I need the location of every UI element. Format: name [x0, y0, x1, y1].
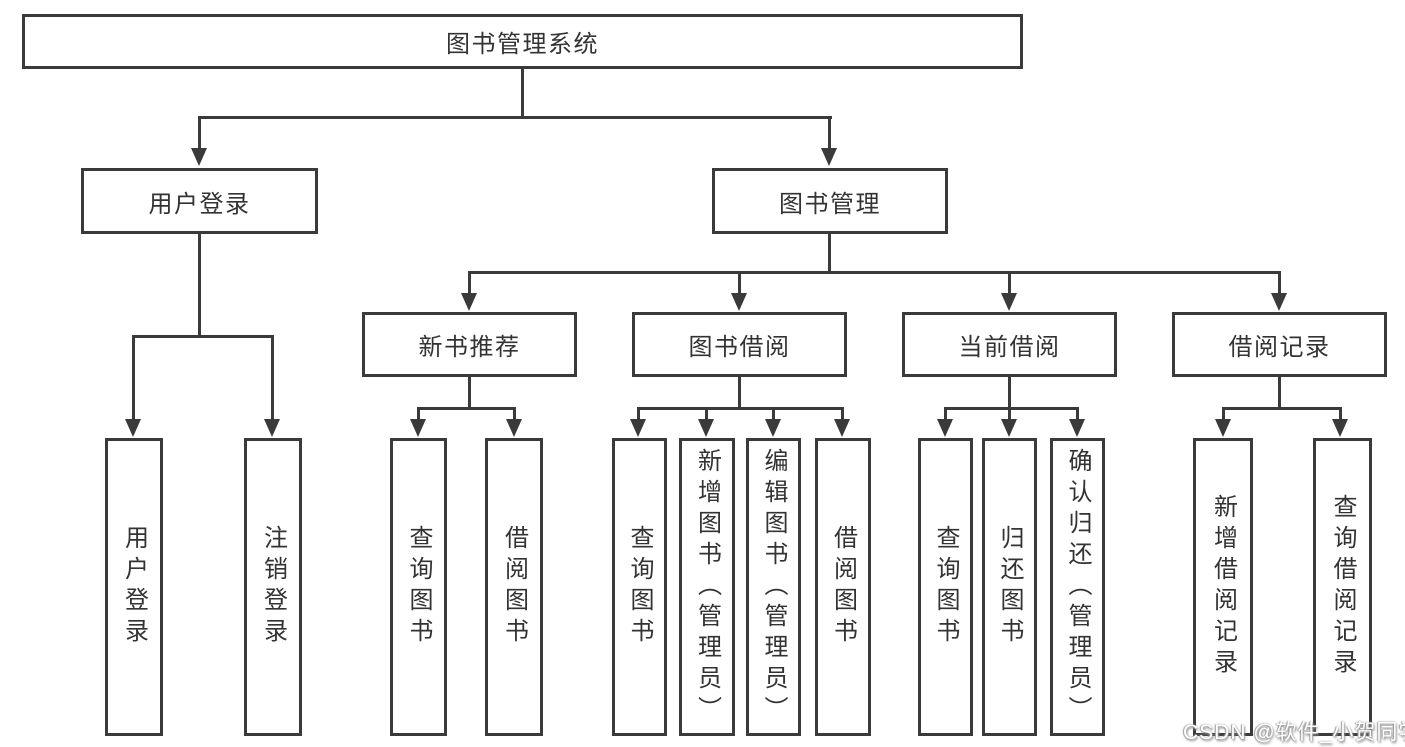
csdn-watermark: CSDN @软件_小贺同学	[1183, 721, 1405, 744]
connector-g3-leaf2-drop	[705, 407, 708, 423]
connector-g2-stem	[468, 377, 471, 410]
leaf-query-borrow-record-label: 查询借阅记录	[1329, 494, 1356, 680]
arrow-login-leaf2-icon	[264, 419, 280, 437]
node-root: 图书管理系统	[22, 14, 1023, 69]
arrow-g2-leaf1-icon	[410, 419, 426, 437]
connector-g2-rail	[417, 407, 516, 410]
connector-g4-rail	[944, 407, 1079, 410]
leaf-confirm-return-admin-label: 确认归还（管理员）	[1064, 447, 1091, 727]
connector-records-drop	[1278, 271, 1281, 297]
connector-borrowing-drop	[738, 271, 741, 297]
leaf-user-login-label: 用户登录	[120, 525, 148, 649]
leaf-query-books-2-label: 查询图书	[626, 525, 653, 649]
leaf-logout: 注销登录	[244, 438, 302, 736]
node-borrowing-records-label: 借阅记录	[1228, 334, 1331, 361]
leaf-edit-books-admin-label: 编辑图书（管理员）	[760, 447, 787, 727]
leaf-query-books-1-label: 查询图书	[405, 525, 432, 649]
connector-g5-leaf1-drop	[1222, 407, 1225, 423]
leaf-add-books-admin: 新增图书（管理员）	[679, 438, 735, 736]
connector-root-stem	[521, 69, 524, 119]
leaf-confirm-return-admin: 确认归还（管理员）	[1050, 438, 1105, 736]
connector-g3-leaf4-drop	[841, 407, 844, 423]
connector-g3-leaf1-drop	[637, 407, 640, 423]
arrow-g3-leaf1-icon	[630, 419, 646, 437]
connector-login-leaf2-drop	[271, 335, 274, 421]
arrow-g4-leaf2-icon	[1001, 419, 1017, 437]
connector-book-mgmt-drop	[828, 116, 831, 152]
arrow-records-icon	[1271, 293, 1287, 311]
connector-g4-leaf1-drop	[944, 407, 947, 423]
leaf-add-borrow-record-label: 新增借阅记录	[1209, 494, 1237, 680]
arrow-g5-leaf2-icon	[1332, 419, 1348, 437]
arrow-g3-leaf2-icon	[698, 419, 714, 437]
leaf-return-books: 归还图书	[982, 438, 1037, 736]
leaf-logout-label: 注销登录	[259, 525, 287, 649]
connector-g3-leaf3-drop	[772, 407, 775, 423]
node-book-management: 图书管理	[712, 168, 948, 234]
connector-current-drop	[1008, 271, 1011, 297]
node-user-login: 用户登录	[81, 168, 318, 234]
leaf-user-login: 用户登录	[105, 438, 163, 736]
leaf-add-borrow-record: 新增借阅记录	[1193, 438, 1253, 736]
node-borrowing-records: 借阅记录	[1172, 312, 1387, 377]
connector-g3-rail	[637, 407, 844, 410]
connector-user-login-stem	[198, 234, 201, 338]
node-root-label: 图书管理系统	[446, 31, 599, 58]
leaf-borrow-books-1: 借阅图书	[485, 438, 543, 736]
arrow-g2-leaf2-icon	[506, 419, 522, 437]
connector-g5-leaf2-drop	[1339, 407, 1342, 423]
node-new-book-recommend: 新书推荐	[362, 312, 577, 377]
arrow-login-leaf1-icon	[125, 419, 141, 437]
connector-login-leaf1-drop	[132, 335, 135, 421]
connector-g5-stem	[1278, 377, 1281, 410]
arrow-current-icon	[1001, 293, 1017, 311]
leaf-query-books-3: 查询图书	[918, 438, 973, 736]
node-user-login-label: 用户登录	[148, 190, 251, 218]
arrow-g5-leaf1-icon	[1215, 419, 1231, 437]
arrow-user-login-icon	[191, 148, 207, 166]
connector-g2-leaf1-drop	[417, 407, 420, 423]
arrow-g4-leaf3-icon	[1069, 419, 1085, 437]
connector-g3-stem	[738, 377, 741, 410]
leaf-add-books-admin-label: 新增图书（管理员）	[693, 447, 721, 727]
arrow-g4-leaf1-icon	[937, 419, 953, 437]
node-current-borrowing: 当前借阅	[902, 312, 1117, 377]
connector-new-books-drop	[468, 271, 471, 297]
leaf-borrow-books-2: 借阅图书	[815, 438, 871, 736]
node-book-borrowing: 图书借阅	[632, 312, 847, 377]
leaf-return-books-label: 归还图书	[996, 525, 1023, 649]
arrow-book-mgmt-icon	[821, 148, 837, 166]
connector-level3-rail	[468, 271, 1281, 274]
leaf-query-borrow-record: 查询借阅记录	[1313, 438, 1372, 736]
leaf-query-books-1: 查询图书	[390, 438, 447, 736]
connector-book-mgmt-stem	[828, 234, 831, 274]
leaf-query-books-3-label: 查询图书	[932, 525, 959, 649]
connector-g4-stem	[1008, 377, 1011, 410]
leaf-query-books-2: 查询图书	[612, 438, 667, 736]
node-book-management-label: 图书管理	[779, 190, 881, 218]
leaf-edit-books-admin: 编辑图书（管理员）	[746, 438, 801, 736]
connector-g4-leaf2-drop	[1008, 407, 1011, 423]
connector-user-login-rail	[132, 335, 274, 338]
connector-g5-rail	[1222, 407, 1342, 410]
node-new-book-recommend-label: 新书推荐	[418, 334, 521, 361]
connector-user-login-drop	[198, 116, 201, 152]
arrow-g3-leaf3-icon	[765, 419, 781, 437]
arrow-new-books-icon	[461, 293, 477, 311]
connector-g4-leaf3-drop	[1076, 407, 1079, 423]
node-current-borrowing-label: 当前借阅	[958, 334, 1061, 361]
leaf-borrow-books-2-label: 借阅图书	[829, 525, 857, 649]
connector-g2-leaf2-drop	[513, 407, 516, 423]
arrow-g3-leaf4-icon	[834, 419, 850, 437]
node-book-borrowing-label: 图书借阅	[688, 334, 791, 361]
leaf-borrow-books-1-label: 借阅图书	[500, 525, 528, 649]
arrow-borrowing-icon	[731, 293, 747, 311]
connector-level2-rail	[198, 116, 832, 119]
